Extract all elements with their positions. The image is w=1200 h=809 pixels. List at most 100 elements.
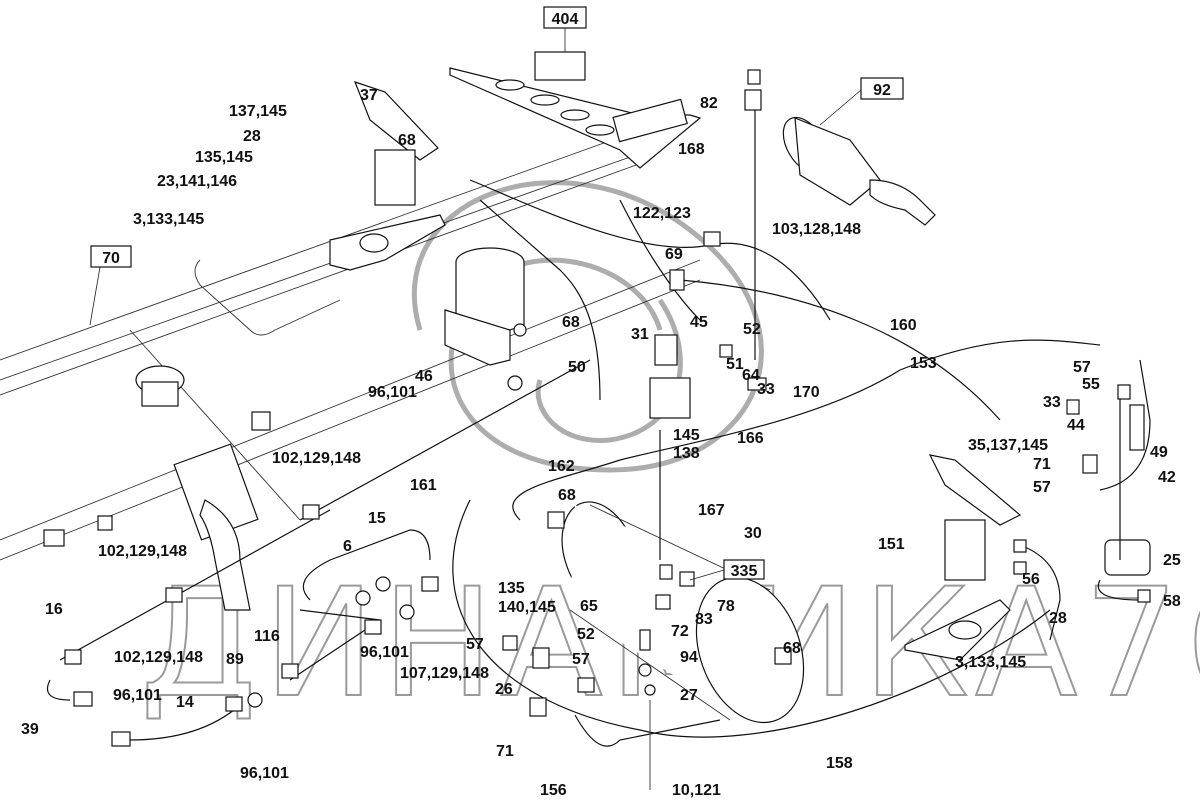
- valve-block: [649, 334, 1151, 576]
- ref-label: 70: [102, 250, 120, 267]
- callout-122-123: 122,123: [633, 205, 691, 222]
- callout-137-145: 137,145: [229, 103, 287, 120]
- callout-68: 68: [562, 314, 580, 331]
- callout-58: 58: [1163, 593, 1181, 610]
- air-lines: [46, 110, 1151, 747]
- fittings: [64, 69, 1151, 790]
- callout-162: 162: [548, 458, 575, 475]
- callout-102-129-148: 102,129,148: [98, 543, 187, 560]
- callout-78: 78: [717, 598, 735, 615]
- callout-39: 39: [21, 721, 39, 738]
- callout-44: 44: [1067, 417, 1085, 434]
- callout-10-121: 10,121: [672, 782, 721, 799]
- callout-82: 82: [700, 95, 718, 112]
- callout-151: 151: [878, 536, 905, 553]
- callout-16: 16: [45, 601, 63, 618]
- callout-94: 94: [680, 649, 698, 666]
- callout-72: 72: [671, 623, 689, 640]
- chassis-frame: [0, 129, 701, 611]
- boxed-ref-70: 70: [89, 245, 132, 326]
- callout-138: 138: [673, 445, 700, 462]
- ref-label: 335: [731, 563, 758, 580]
- ref-label: 404: [552, 11, 579, 28]
- callout-33: 33: [1043, 394, 1061, 411]
- callout-57: 57: [1033, 479, 1051, 496]
- callout-57: 57: [572, 651, 590, 668]
- callout-56: 56: [1022, 571, 1040, 588]
- callout-42: 42: [1158, 469, 1176, 486]
- callout-168: 168: [678, 141, 705, 158]
- callout-135: 135: [498, 580, 525, 597]
- brake-pedal-upper: [329, 81, 446, 271]
- callout-71: 71: [1033, 456, 1051, 473]
- callout-102-129-148: 102,129,148: [272, 450, 361, 467]
- callout-96-101: 96,101: [113, 687, 162, 704]
- callout-89: 89: [226, 651, 244, 668]
- callout-68: 68: [558, 487, 576, 504]
- callout-55: 55: [1082, 376, 1100, 393]
- callout-52: 52: [743, 321, 761, 338]
- brake-pedal-lower: [904, 454, 1022, 661]
- air-tank: [561, 501, 805, 724]
- callout-160: 160: [890, 317, 917, 334]
- callout-31: 31: [631, 326, 649, 343]
- callout-135-145: 135,145: [195, 149, 253, 166]
- callout-33: 33: [757, 381, 775, 398]
- callout-45: 45: [690, 314, 708, 331]
- callout-46: 46: [415, 368, 433, 385]
- callout-96-101: 96,101: [240, 765, 289, 782]
- callout-3-133-145: 3,133,145: [133, 211, 204, 228]
- callout-96-101: 96,101: [360, 644, 409, 661]
- boxed-ref-335: 335: [689, 559, 765, 581]
- callout-50: 50: [568, 359, 586, 376]
- actuator-cylinder: [782, 116, 936, 226]
- callout-116: 116: [254, 628, 280, 645]
- callout-27: 27: [680, 687, 698, 704]
- boxed-ref-92: 92: [819, 77, 904, 126]
- callout-166: 166: [737, 430, 764, 447]
- boxed-ref-404: 404: [543, 6, 587, 52]
- air-dryer: [444, 247, 525, 366]
- callout-167: 167: [698, 502, 725, 519]
- callout-49: 49: [1150, 444, 1168, 461]
- callout-51: 51: [726, 356, 744, 373]
- callout-35-137-145: 35,137,145: [968, 437, 1048, 454]
- callout-64: 64: [742, 367, 760, 384]
- callout-102-129-148: 102,129,148: [114, 649, 203, 666]
- callout-28: 28: [1049, 610, 1067, 627]
- callout-37: 37: [360, 87, 378, 104]
- callout-68: 68: [783, 640, 801, 657]
- ref-label: 92: [873, 82, 891, 99]
- callout-30: 30: [744, 525, 762, 542]
- callout-57: 57: [466, 636, 484, 653]
- callout-83: 83: [695, 611, 713, 628]
- callout-161: 161: [410, 477, 437, 494]
- callout-140-145: 140,145: [498, 599, 556, 616]
- callout-170: 170: [793, 384, 820, 401]
- callout-3-133-145: 3,133,145: [955, 654, 1026, 671]
- control-panel: [449, 51, 702, 169]
- callout-156: 156: [540, 782, 567, 799]
- callout-14: 14: [176, 694, 194, 711]
- callout-158: 158: [826, 755, 853, 772]
- callout-69: 69: [665, 246, 683, 263]
- callout-28: 28: [243, 128, 261, 145]
- callout-153: 153: [910, 355, 937, 372]
- callout-23-141-146: 23,141,146: [157, 173, 237, 190]
- callout-labels: 137,145 28 135,145 23,141,146 3,133,145 37 68 6…: [21, 87, 1181, 799]
- callout-65: 65: [580, 598, 598, 615]
- callout-145: 145: [673, 427, 700, 444]
- callout-68: 68: [398, 132, 416, 149]
- callout-15: 15: [368, 510, 386, 527]
- callout-6: 6: [343, 538, 352, 555]
- callout-71: 71: [496, 743, 514, 760]
- callout-25: 25: [1163, 552, 1181, 569]
- callout-103-128-148: 103,128,148: [772, 221, 861, 238]
- callout-26: 26: [495, 681, 513, 698]
- callout-96-101: 96,101: [368, 384, 417, 401]
- callout-57: 57: [1073, 359, 1091, 376]
- callout-52: 52: [577, 626, 595, 643]
- callout-107-129-148: 107,129,148: [400, 665, 489, 682]
